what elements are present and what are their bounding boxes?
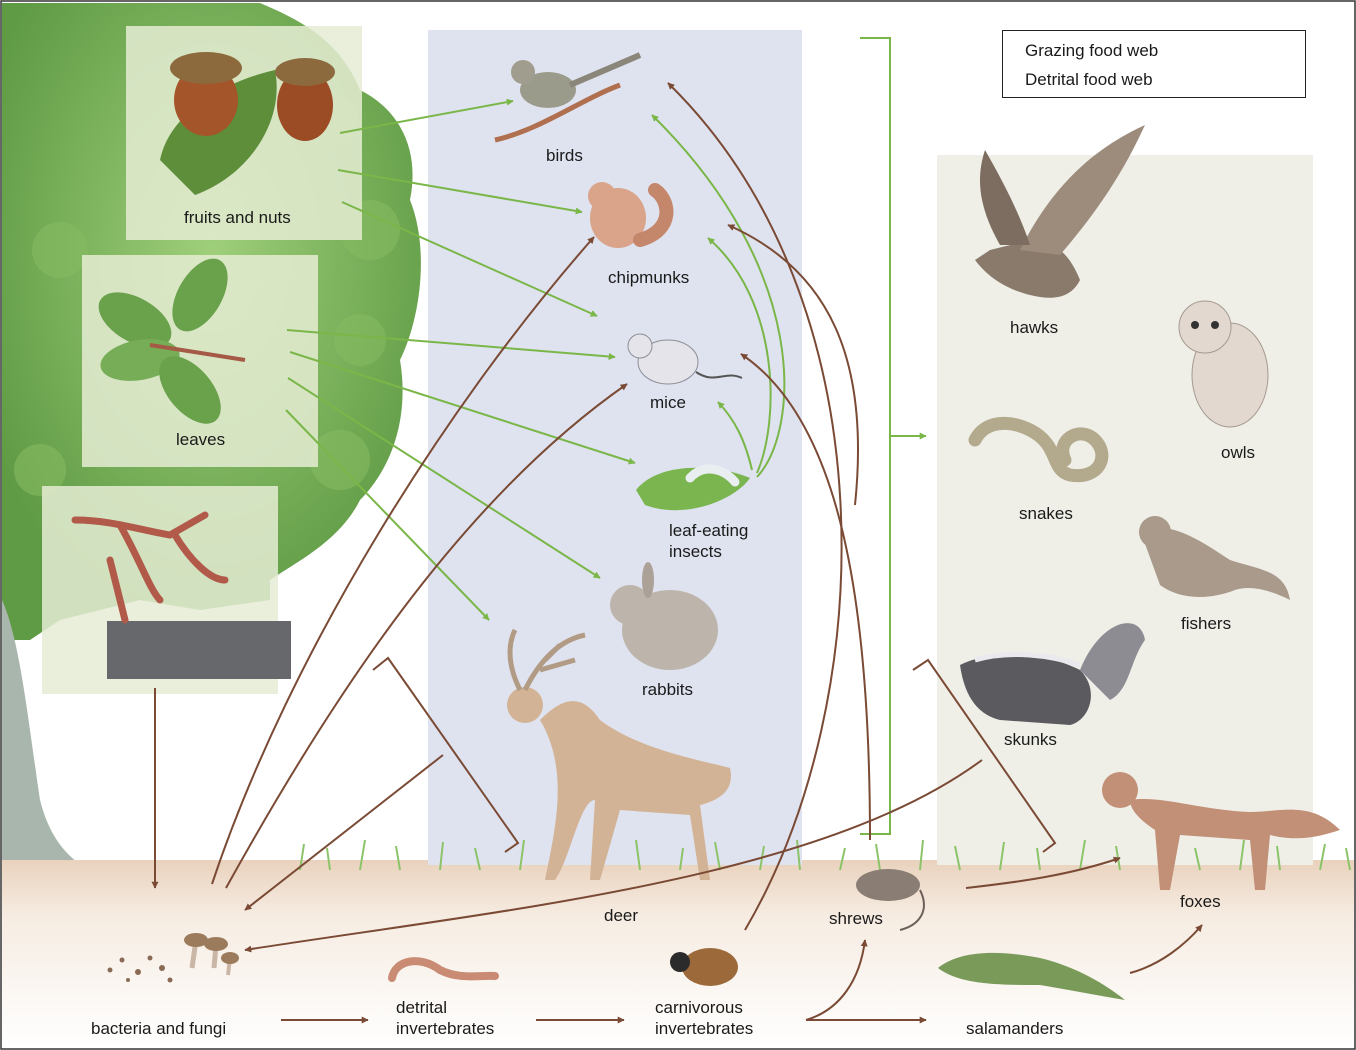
label-mice: mice	[650, 393, 686, 413]
dead-material-box	[107, 621, 291, 679]
label-detrital-invertebrates: invertebrates	[396, 1019, 494, 1039]
label-rabbits: rabbits	[642, 680, 693, 700]
label-shrews: shrews	[829, 909, 883, 929]
label-leaves: leaves	[176, 430, 225, 450]
label-fruits-and-nuts: fruits and nuts	[184, 208, 291, 228]
label-carnivorous-invertebrates: invertebrates	[655, 1019, 753, 1039]
label-owls: owls	[1221, 443, 1255, 463]
label-carnivorous: carnivorous	[655, 998, 743, 1018]
label-snakes: snakes	[1019, 504, 1073, 524]
label-bacteria-and-fungi: bacteria and fungi	[91, 1019, 226, 1039]
label-skunks: skunks	[1004, 730, 1057, 750]
legend-grazing-label: Grazing food web	[1025, 41, 1158, 61]
label-hawks: hawks	[1010, 318, 1058, 338]
label-insects: insects	[669, 542, 722, 562]
label-detrital: detrital	[396, 998, 447, 1018]
legend-detrital-label: Detrital food web	[1025, 70, 1153, 90]
legend: Grazing food web Detrital food web	[1002, 30, 1306, 98]
label-deer: deer	[604, 906, 638, 926]
label-leaf-eating: leaf-eating	[669, 521, 748, 541]
label-chipmunks: chipmunks	[608, 268, 689, 288]
label-salamanders: salamanders	[966, 1019, 1063, 1039]
label-birds: birds	[546, 146, 583, 166]
label-foxes: foxes	[1180, 892, 1221, 912]
label-fishers: fishers	[1181, 614, 1231, 634]
